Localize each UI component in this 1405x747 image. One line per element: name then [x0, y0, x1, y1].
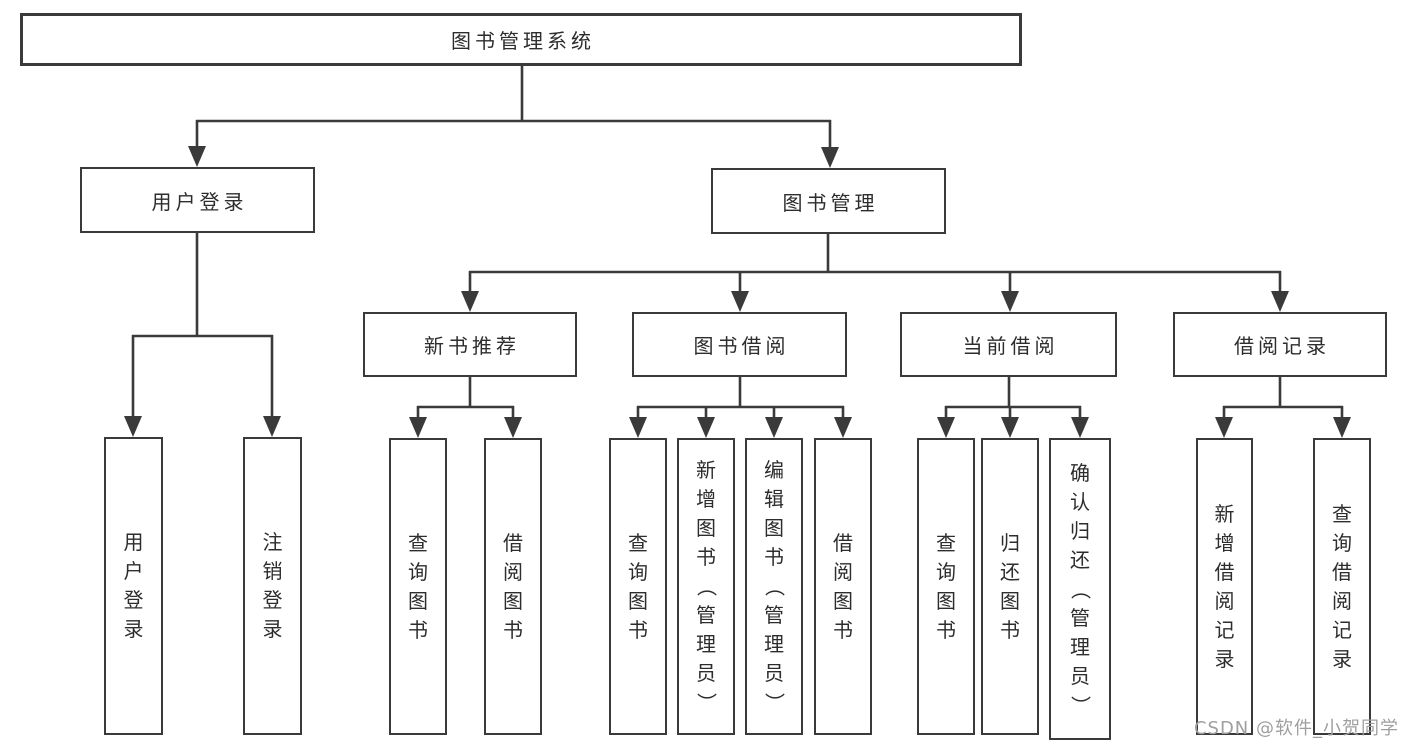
node-search-books-recommend: 查询图书: [389, 438, 447, 735]
node-user-login: 用户登录: [80, 167, 315, 233]
node-return-book: 归还图书: [981, 438, 1039, 735]
connector-book-borrow-children: [629, 377, 852, 438]
node-borrow-books-leaf: 借阅图书: [814, 438, 872, 735]
node-borrow-records: 借阅记录: [1173, 312, 1387, 377]
watermark: CSDN @软件_小贺同学: [1193, 718, 1399, 739]
connector-book-management-children: [461, 234, 1289, 312]
connector-user-login-children: [124, 233, 281, 437]
connector-root-to-level2: [188, 66, 839, 168]
node-book-management: 图书管理: [711, 168, 946, 234]
connector-current-borrow-children: [937, 377, 1089, 438]
node-library-management-system: 图书管理系统: [20, 13, 1022, 66]
node-user-login-leaf: 用户登录: [104, 437, 163, 735]
node-search-books-current: 查询图书: [917, 438, 975, 735]
node-add-borrow-record: 新增借阅记录: [1196, 438, 1253, 735]
connector-new-book-recommend-children: [409, 377, 522, 438]
node-search-borrow-record: 查询借阅记录: [1313, 438, 1371, 735]
node-edit-book-admin: 编辑图书（管理员）: [745, 438, 803, 735]
node-new-book-recommend: 新书推荐: [363, 312, 577, 377]
node-borrow-books-recommend: 借阅图书: [484, 438, 542, 735]
node-add-book-admin: 新增图书（管理员）: [677, 438, 735, 735]
node-confirm-return-admin: 确认归还（管理员）: [1049, 438, 1111, 740]
node-book-borrow: 图书借阅: [632, 312, 847, 377]
node-search-books-borrow: 查询图书: [609, 438, 667, 735]
node-logout: 注销登录: [243, 437, 302, 735]
node-current-borrow: 当前借阅: [900, 312, 1117, 377]
connector-borrow-records-children: [1215, 377, 1351, 438]
